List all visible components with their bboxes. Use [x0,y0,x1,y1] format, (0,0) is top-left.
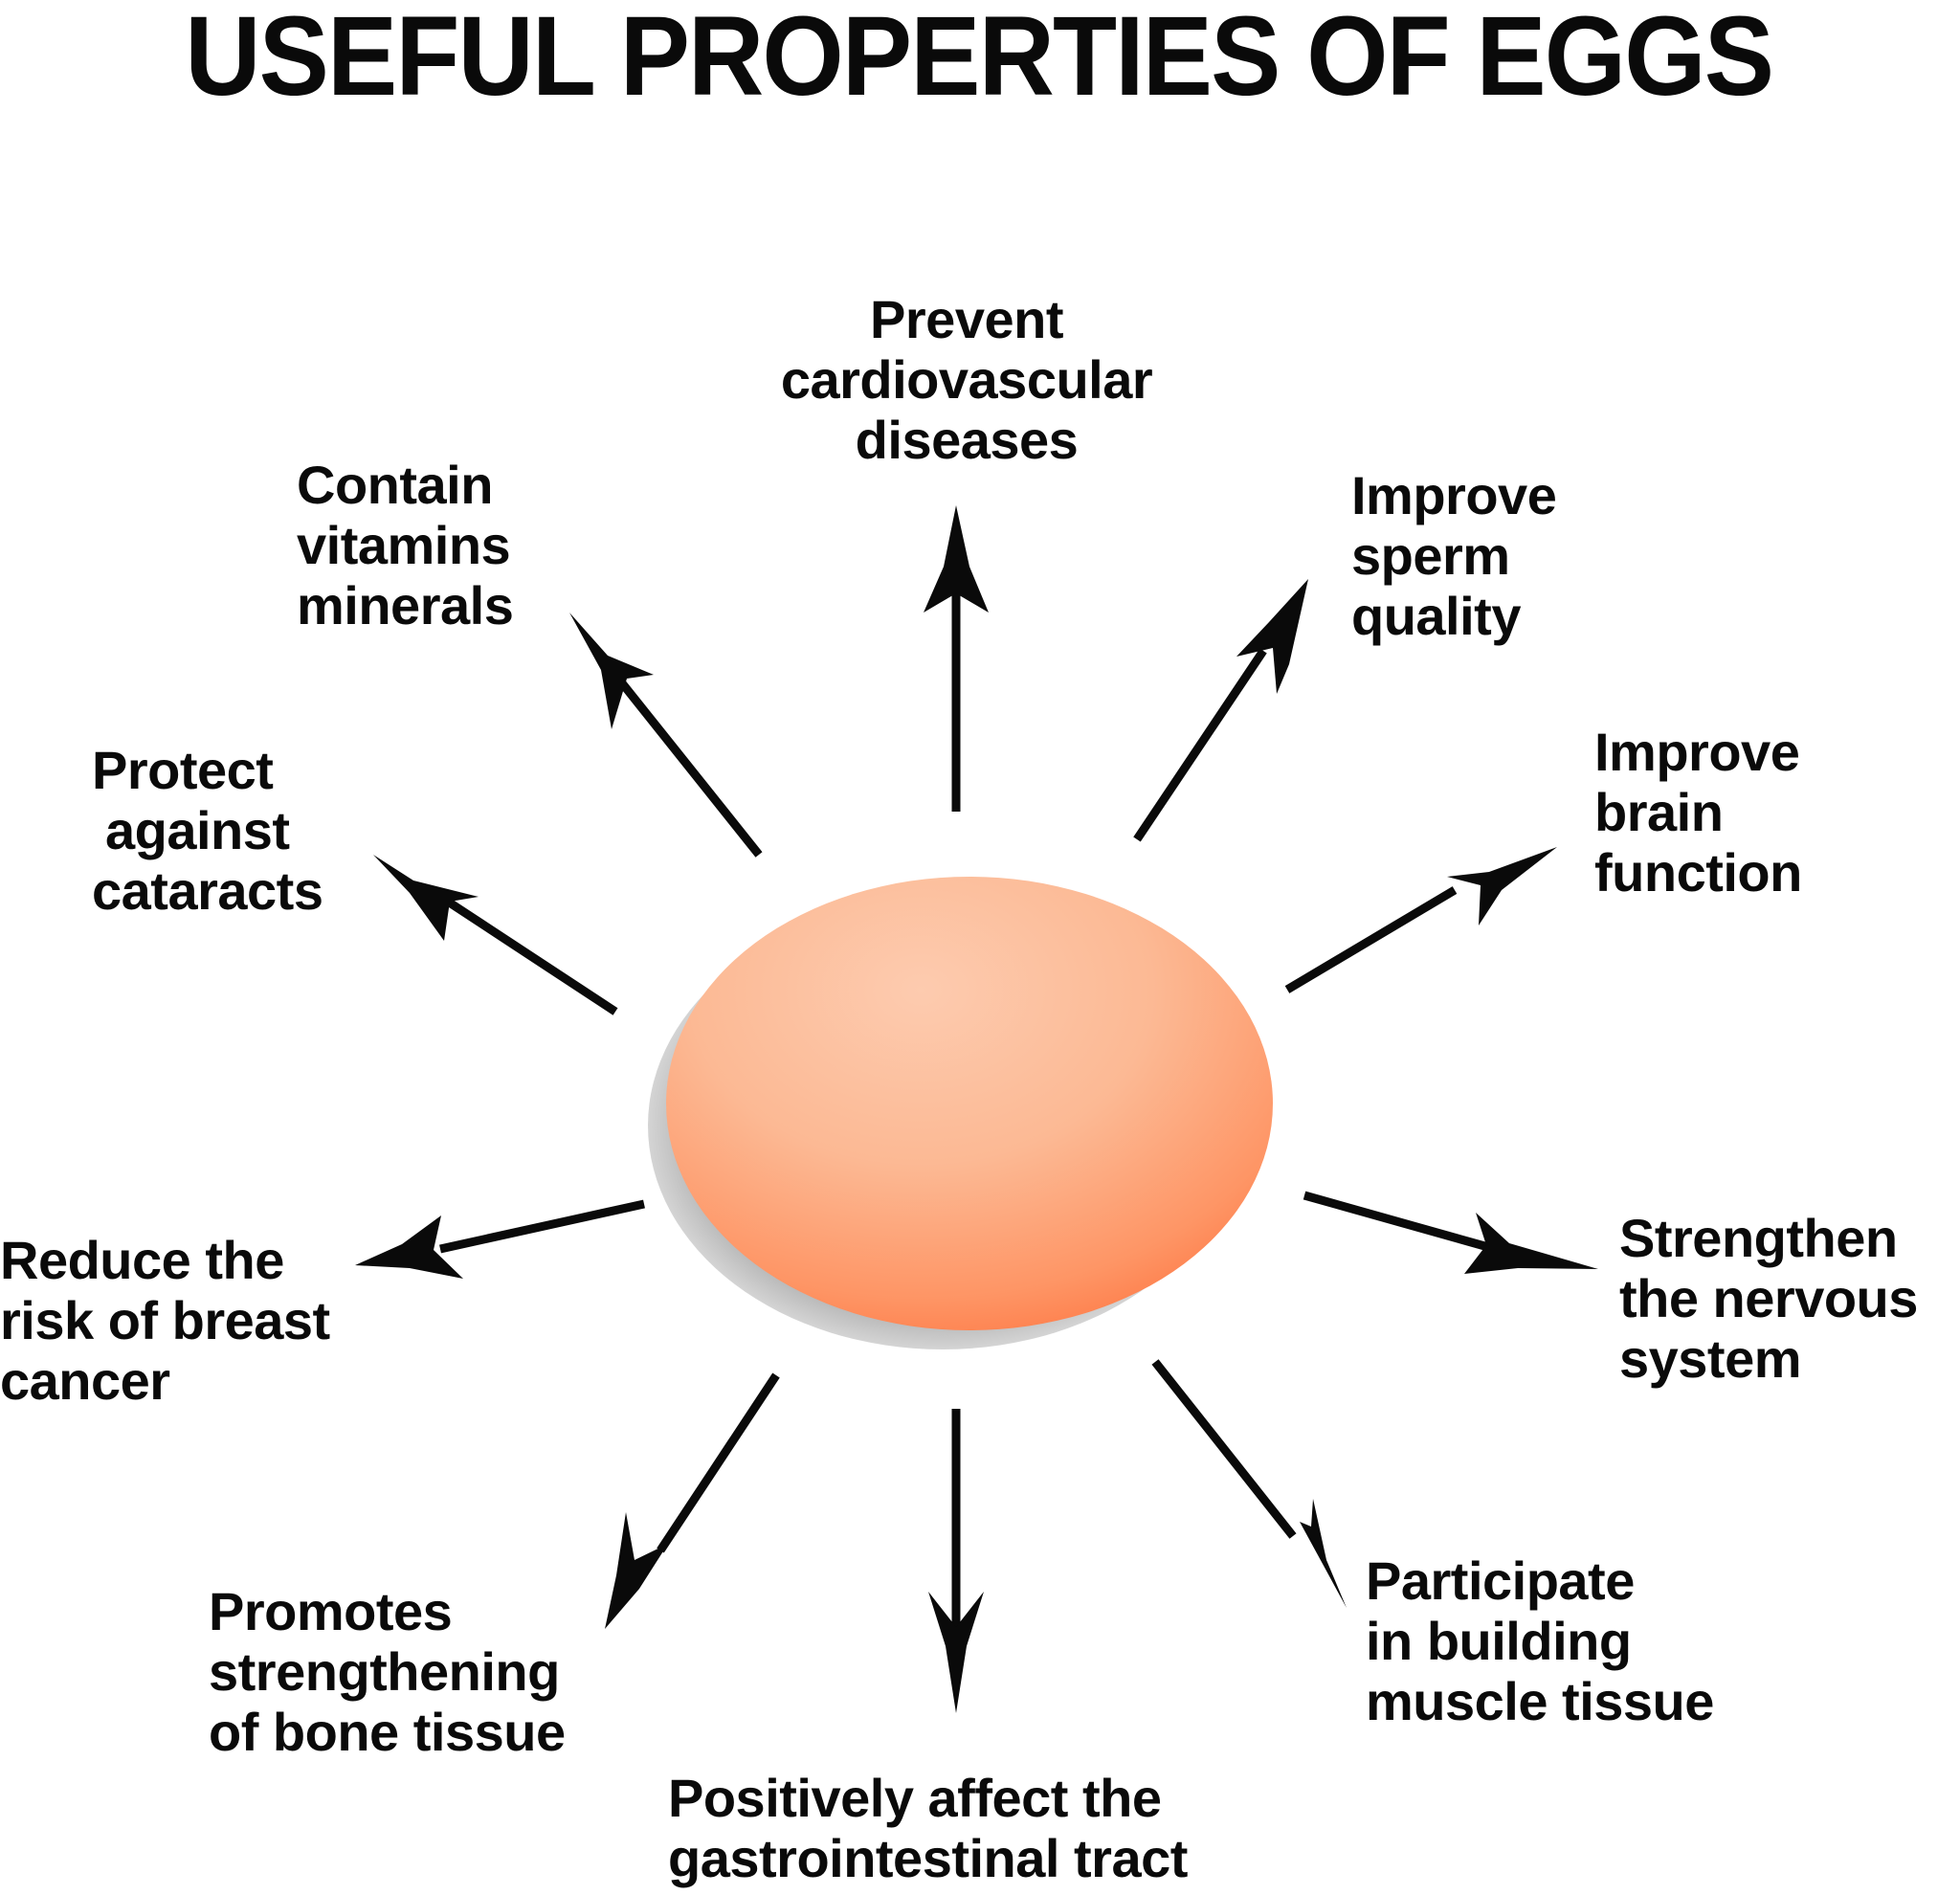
label-line: sperm [1351,525,1510,586]
label-line: cardiovascular [780,349,1153,410]
label-line: of bone tissue [209,1702,566,1762]
arrow-up-right-icon [1133,579,1308,842]
label-line: Improve [1351,465,1557,525]
label-line: Prevent [870,289,1063,349]
label-sperm-quality: Improve sperm quality [1351,465,1557,646]
label-bone-tissue: Promotes strengthening of bone tissue [209,1581,566,1762]
label-line: in building [1366,1611,1632,1671]
label-line: system [1619,1328,1802,1389]
label-cardiovascular: Prevent cardiovascular diseases [746,289,1187,470]
label-line: brain [1594,782,1724,842]
label-line: Positively affect the [668,1768,1162,1828]
label-line: Promotes [209,1581,453,1641]
label-line: Reduce the [0,1230,284,1290]
arrow-up-left-icon [569,613,763,858]
label-gastrointestinal: Positively affect the gastrointestinal t… [668,1768,1188,1888]
label-line: cancer [0,1350,170,1411]
label-nervous-system: Strengthen the nervous system [1619,1208,1918,1389]
label-line: Improve [1594,722,1800,782]
label-line: Contain [297,455,493,515]
label-breast-cancer: Reduce the risk of breast cancer [0,1230,330,1411]
label-line: quality [1351,586,1521,646]
label-line: gastrointestinal tract [668,1828,1188,1888]
label-line: Protect [92,740,274,800]
arrow-right-lower-icon [1303,1191,1598,1274]
label-vitamins-minerals: Contain vitamins minerals [297,455,514,635]
label-line: muscle tissue [1366,1671,1714,1731]
arrow-left-lower-icon [355,1199,645,1279]
label-line: Strengthen [1619,1208,1898,1268]
label-line: strengthening [209,1641,560,1702]
label-muscle-tissue: Participate in building muscle tissue [1366,1550,1714,1731]
label-line: vitamins [297,515,511,575]
arrow-down-icon [928,1409,984,1713]
page-title: USEFUL PROPERTIES OF EGGS [185,0,1774,120]
egg-icon [666,877,1273,1330]
label-line: cataracts [92,860,323,921]
arrow-left-upper-icon [373,855,618,1015]
label-brain-function: Improve brain function [1594,722,1802,903]
label-cataracts: Protect against cataracts [92,740,360,921]
arrow-up-icon [924,505,989,812]
label-line: function [1594,842,1802,903]
label-line: against [105,800,290,860]
arrow-down-right-icon [1151,1359,1347,1608]
label-line: the nervous [1619,1268,1918,1328]
arrow-right-upper-icon [1284,847,1557,993]
label-line: diseases [855,410,1079,470]
label-line: minerals [297,575,514,635]
label-line: risk of breast [0,1290,330,1350]
label-line: Participate [1366,1550,1635,1611]
arrow-down-left-icon [605,1372,780,1629]
